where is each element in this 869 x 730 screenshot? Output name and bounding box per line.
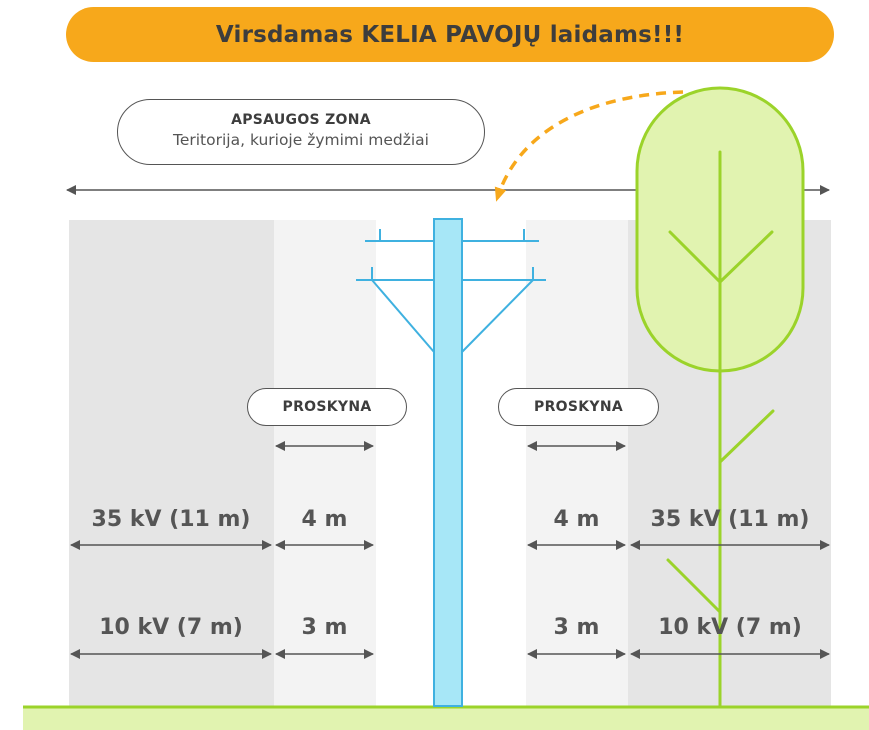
row2-clearing-label-left: 3 m <box>301 615 348 640</box>
warning-banner: Virsdamas KELIA PAVOJŲ laidams!!! <box>66 7 834 62</box>
zone-band-left-clearing <box>274 220 376 706</box>
pole-shaft <box>433 218 463 707</box>
banner-title: Virsdamas KELIA PAVOJŲ laidams!!! <box>215 21 685 48</box>
pole-brace-right <box>461 279 534 353</box>
zone-band-right-clearing <box>526 220 628 706</box>
pole-brace-left <box>371 279 435 353</box>
row1-voltage-label-right: 35 kV (11 m) <box>650 507 810 532</box>
row2-voltage-label-right: 10 kV (7 m) <box>658 615 802 640</box>
clearing-label-left: PROSKYNA <box>247 388 407 426</box>
danger-arrow <box>494 90 684 202</box>
ground <box>23 706 869 730</box>
tree <box>635 86 805 708</box>
protection-zone-label: APSAUGOS ZONA Teritorija, kurioje žymimi… <box>117 99 485 165</box>
row1-voltage-label-left: 35 kV (11 m) <box>91 507 251 532</box>
power-pole <box>356 218 546 707</box>
protection-zone-title: APSAUGOS ZONA <box>231 112 371 128</box>
zone-band-left-outer <box>69 220 274 706</box>
row1-clearing-label-right: 4 m <box>553 507 600 532</box>
row2-voltage-label-left: 10 kV (7 m) <box>99 615 243 640</box>
clearing-label-right: PROSKYNA <box>498 388 659 426</box>
row1-clearing-label-left: 4 m <box>301 507 348 532</box>
row2-clearing-label-right: 3 m <box>553 615 600 640</box>
protection-zone-subtitle: Teritorija, kurioje žymimi medžiai <box>173 131 429 149</box>
